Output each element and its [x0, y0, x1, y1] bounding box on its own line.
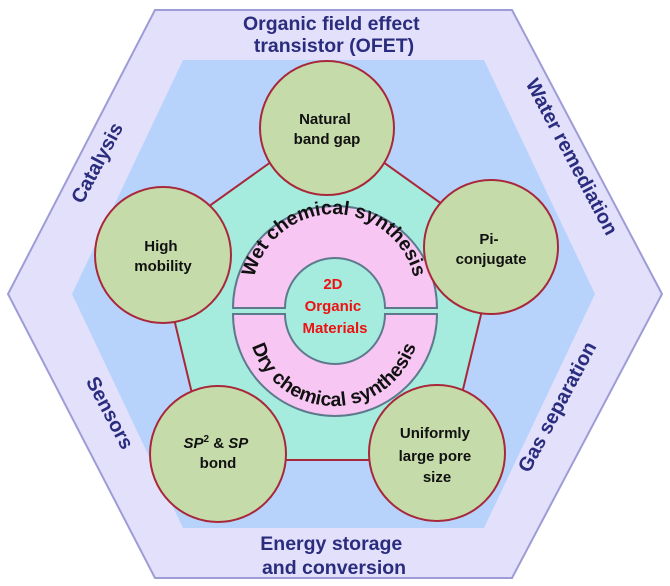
property-uniformly-large-pore-size: Uniformly large pore size [368, 384, 506, 522]
property-natural-band-gap: Natural band gap [259, 60, 395, 196]
application-energy-storage: Energy storage and conversion [260, 533, 407, 579]
property-high-mobility: High mobility [94, 186, 232, 324]
svg-text:High mobility: High mobility [134, 238, 192, 275]
svg-text:Uniformly large pore: Uniformly large pore size [399, 425, 476, 486]
svg-text:Natural band gap: Natural band gap [294, 111, 361, 148]
center-label: 2D Organic Materials [302, 276, 367, 337]
property-sp-bond: SP2 & SP bond [149, 385, 287, 523]
svg-text:Pi- conjugate: Pi- conjugate [456, 231, 527, 268]
application-ofet: Organic field effect transistor (OFET) [243, 13, 425, 57]
dry-synthesis-half [231, 313, 439, 417]
svg-text:SP2 & SP bond: SP2 & SP bond [184, 434, 253, 472]
property-pi-conjugate: Pi- conjugate [423, 179, 559, 315]
center-circle [288, 264, 382, 358]
